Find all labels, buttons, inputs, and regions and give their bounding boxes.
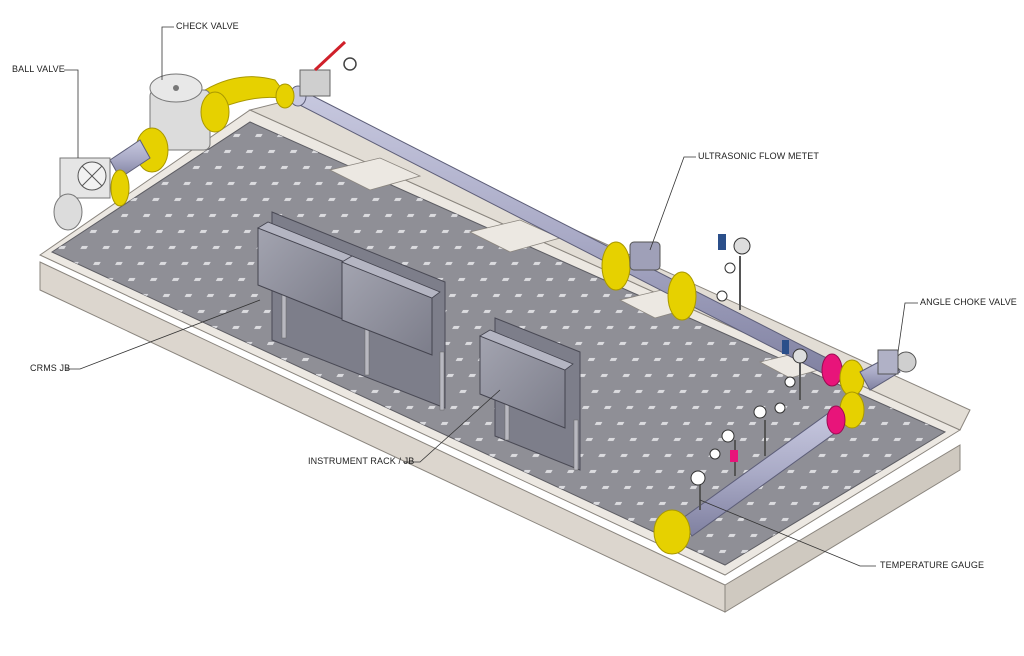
leader-lines <box>64 26 918 567</box>
pressure-instrument-1 <box>716 234 751 310</box>
leader-crms <box>66 299 261 370</box>
temperature-gauge-instruments <box>690 402 786 510</box>
lower-pipe-branch <box>653 391 865 555</box>
label-check-valve: CHECK VALVE <box>176 21 239 31</box>
check-valve <box>135 73 230 173</box>
leader-angle-choke <box>897 302 918 353</box>
pressure-instrument-2 <box>782 340 808 400</box>
leader-temperature <box>699 499 876 567</box>
ball-valve <box>53 157 130 231</box>
ultrasonic-flow-meter <box>601 241 697 321</box>
label-crms-jb: CRMS JB <box>30 363 71 373</box>
leader-ultrasonic <box>649 156 696 251</box>
label-ball-valve: BALL VALVE <box>12 64 65 74</box>
angle-choke-valve <box>821 349 917 397</box>
leader-ball-valve <box>64 69 79 158</box>
leader-instrument-rack <box>403 389 501 463</box>
instrument-rack-assembly <box>479 317 581 471</box>
label-instrument-rack: INSTRUMENT RACK / JB <box>308 456 415 466</box>
label-angle-choke-valve: ANGLE CHOKE VALVE <box>920 297 1017 307</box>
leader-check-valve <box>161 26 174 80</box>
label-ultrasonic-flow-meter: ULTRASONIC FLOW METET <box>698 151 819 161</box>
top-valve <box>299 40 357 97</box>
label-temperature-gauge: TEMPERATURE GAUGE <box>880 560 985 570</box>
crms-jb-assembly <box>257 211 446 411</box>
